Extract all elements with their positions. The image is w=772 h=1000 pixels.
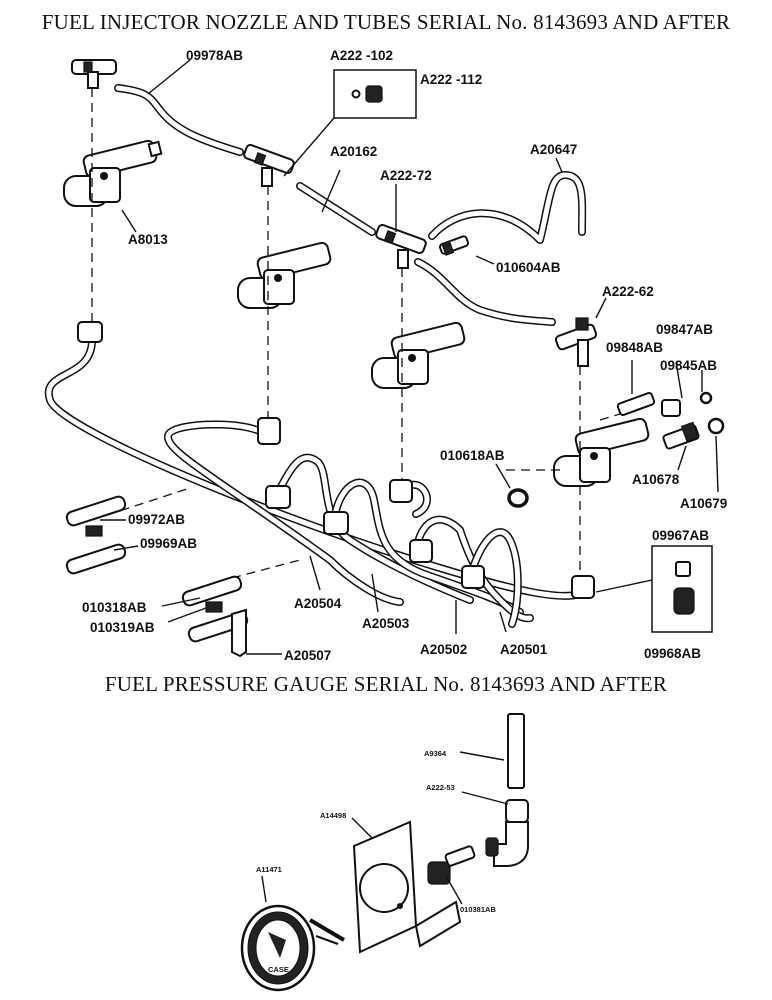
- part-a20647-tube: [428, 171, 587, 244]
- label-a14498: A14498: [320, 811, 346, 820]
- callout-box-09967ab: [595, 545, 713, 633]
- label-a222-62: A222-62: [602, 284, 654, 299]
- leader-lines: [100, 59, 719, 634]
- label-a20507: A20507: [284, 648, 331, 663]
- bottom-diagram-title: FUEL PRESSURE GAUGE SERIAL No. 8143693 A…: [104, 672, 668, 696]
- label-a20647: A20647: [530, 142, 577, 157]
- label-a222-53: A222-53: [426, 783, 455, 792]
- label-09845ab: 09845AB: [660, 358, 717, 373]
- part-a11471-gauge: CASE: [240, 875, 346, 992]
- top-diagram-title: FUEL INJECTOR NOZZLE AND TUBES SERIAL No…: [41, 10, 731, 34]
- label-09968ab: 09968AB: [644, 646, 701, 661]
- tee-fitting-a222-62: [554, 317, 598, 367]
- return-line-tubes: [114, 84, 556, 326]
- tee-fitting-middle: [243, 143, 295, 187]
- label-010618ab: 010618AB: [440, 448, 505, 463]
- injector-nozzle-3: [371, 321, 466, 389]
- label-a20502: A20502: [420, 642, 467, 657]
- tee-fitting-a222-72: [375, 223, 427, 269]
- label-09967ab: 09967AB: [652, 528, 709, 543]
- part-010604ab-fitting: [438, 235, 470, 256]
- label-a222-112: A222 -112: [420, 72, 482, 87]
- label-a10678: A10678: [632, 472, 680, 487]
- part-a20503-tube: [265, 453, 474, 604]
- injector-nozzle-2: [237, 241, 332, 309]
- injector-nozzle-1: [63, 139, 163, 207]
- label-010319ab: 010319AB: [90, 620, 155, 635]
- label-a20501: A20501: [500, 642, 548, 657]
- label-a8013: A8013: [128, 232, 168, 247]
- label-a20503: A20503: [362, 616, 410, 631]
- label-a20162: A20162: [330, 144, 377, 159]
- part-a20502-tube: [323, 478, 524, 616]
- label-a20504: A20504: [294, 596, 342, 611]
- label-010381ab: 010381AB: [460, 905, 496, 914]
- part-a9364-tube: [459, 713, 525, 789]
- label-09847ab: 09847AB: [656, 322, 713, 337]
- callout-box-a222: [283, 69, 417, 177]
- part-a222-53-elbow: [461, 791, 529, 867]
- label-09978ab: 09978AB: [186, 48, 243, 63]
- injector-nozzle-4: [553, 417, 650, 487]
- clamps-left: [65, 495, 282, 658]
- parts-right-cluster: [507, 391, 725, 508]
- label-a222-102: A222 -102: [330, 48, 393, 63]
- label-09848ab: 09848AB: [606, 340, 663, 355]
- label-010318ab: 010318AB: [82, 600, 147, 615]
- label-010604ab: 010604AB: [496, 260, 561, 275]
- label-a222-72: A222-72: [380, 168, 432, 183]
- label-a10679: A10679: [680, 496, 727, 511]
- gauge-face-text: CASE: [268, 965, 289, 974]
- label-09972ab: 09972AB: [128, 512, 185, 527]
- part-a20504-tube: [164, 417, 404, 606]
- tee-fitting-left: [71, 59, 117, 89]
- part-a14498-bracket: [351, 817, 462, 954]
- part-a20501-tube: [409, 515, 534, 628]
- label-a9364: A9364: [424, 749, 447, 758]
- part-010381ab-fitting: [427, 845, 476, 905]
- label-a11471: A11471: [256, 865, 282, 874]
- label-09969ab: 09969AB: [140, 536, 197, 551]
